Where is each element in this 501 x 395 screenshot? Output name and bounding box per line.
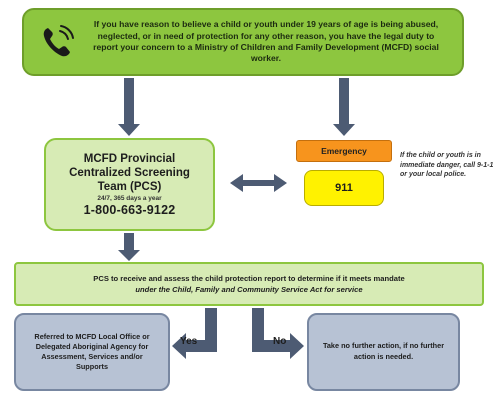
no-action-text: Take no further action, if no further ac…: [322, 341, 445, 361]
legal-duty-text: If you have reason to believe a child or…: [93, 19, 439, 64]
mcfd-title: MCFD Provincial Centralized Screening Te…: [69, 152, 190, 194]
arrow-no: [252, 308, 304, 359]
mcfd-hours: 24/7, 365 days a year: [97, 195, 162, 203]
arrow-yes: [172, 308, 217, 359]
arrow-top-to-emergency: [333, 78, 355, 136]
referred-text: Referred to MCFD Local Office or Delegat…: [34, 331, 150, 372]
pcs-line2: under the Child, Family and Community Se…: [135, 285, 363, 294]
legal-duty-box: If you have reason to believe a child or…: [22, 8, 464, 76]
phone-ringing-icon: [43, 25, 74, 57]
mcfd-phone-number: 1-800-663-9122: [83, 203, 176, 218]
arrow-mcfd-emergency: [230, 174, 287, 192]
mcfd-title-line1: MCFD Provincial: [83, 152, 176, 165]
emergency-label: Emergency: [296, 140, 392, 162]
pcs-assessment-box: PCS to receive and assess the child prot…: [14, 262, 484, 306]
no-label: No: [273, 336, 287, 347]
no-action-box: Take no further action, if no further ac…: [307, 313, 460, 391]
emergency-note: If the child or youth is in immediate da…: [400, 152, 494, 179]
arrow-top-to-mcfd: [118, 78, 140, 136]
mcfd-title-line3: Team (PCS): [97, 181, 162, 193]
yes-label: Yes: [180, 336, 198, 347]
referred-box: Referred to MCFD Local Office or Delegat…: [14, 313, 170, 391]
arrow-mcfd-to-pcs: [118, 233, 140, 261]
mcfd-pcs-box: MCFD Provincial Centralized Screening Te…: [44, 138, 215, 231]
mcfd-title-line2: Centralized Screening: [69, 166, 190, 179]
emergency-911-box: 911: [304, 170, 384, 206]
pcs-line1: PCS to receive and assess the child prot…: [93, 273, 405, 283]
